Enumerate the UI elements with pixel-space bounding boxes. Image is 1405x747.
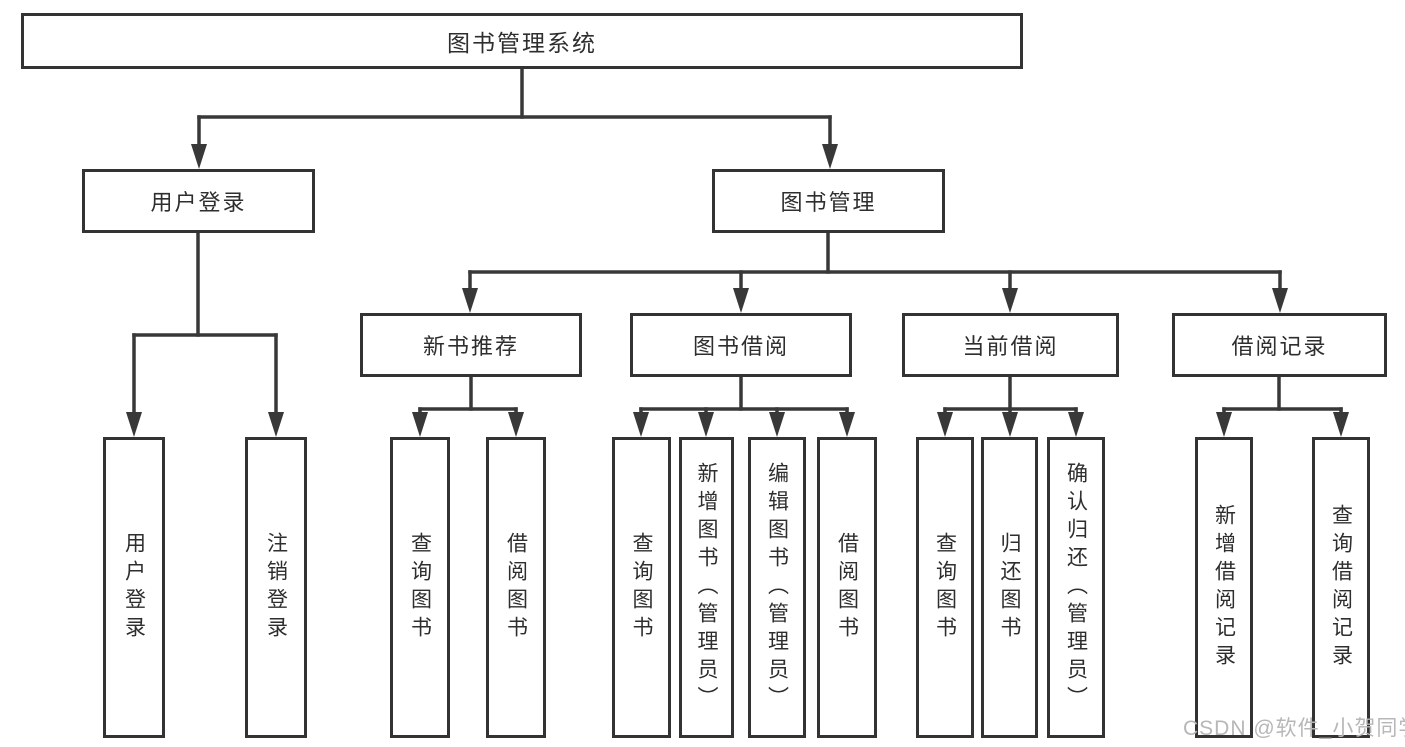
node-book-mgmt: 图书管理 <box>712 169 945 233</box>
leaf-borrow-borrow: 借阅图书 <box>817 437 877 738</box>
leaf-current-return: 归还图书 <box>981 437 1038 738</box>
node-borrow-records-label: 借阅记录 <box>1231 334 1328 359</box>
node-user-login-label: 用户登录 <box>150 190 247 215</box>
node-user-login: 用户登录 <box>82 169 315 233</box>
leaf-current-confirm-label: 确认归还（管理员） <box>1064 461 1088 714</box>
leaf-newbooks-borrow: 借阅图书 <box>486 437 546 738</box>
leaf-user-login-label: 用户登录 <box>122 531 146 644</box>
leaf-borrow-query-label: 查询图书 <box>630 531 653 644</box>
node-book-mgmt-label: 图书管理 <box>780 190 877 215</box>
leaf-current-query-label: 查询图书 <box>933 531 957 644</box>
node-borrow-records: 借阅记录 <box>1172 313 1387 377</box>
node-current-borrow: 当前借阅 <box>902 313 1119 377</box>
leaf-records-add: 新增借阅记录 <box>1195 437 1253 738</box>
node-current-borrow-label: 当前借阅 <box>962 334 1059 359</box>
leaf-borrow-edit: 编辑图书（管理员） <box>748 437 806 738</box>
leaf-current-query: 查询图书 <box>916 437 974 738</box>
leaf-current-return-label: 归还图书 <box>998 531 1021 644</box>
leaf-current-confirm: 确认归还（管理员） <box>1047 437 1105 738</box>
csdn-watermark: CSDN @软件_小贺同学 <box>1183 717 1405 740</box>
leaf-records-query: 查询借阅记录 <box>1312 437 1370 738</box>
leaf-newbooks-borrow-label: 借阅图书 <box>504 531 528 644</box>
leaf-newbooks-query: 查询图书 <box>390 437 450 738</box>
leaf-user-login: 用户登录 <box>103 437 165 738</box>
node-book-borrow: 图书借阅 <box>630 313 852 377</box>
leaf-borrow-add-label: 新增图书（管理员） <box>695 461 718 714</box>
leaf-borrow-borrow-label: 借阅图书 <box>835 531 859 644</box>
leaf-borrow-query: 查询图书 <box>612 437 671 738</box>
node-root: 图书管理系统 <box>21 13 1023 69</box>
leaf-logout-label: 注销登录 <box>264 531 288 644</box>
node-new-books-label: 新书推荐 <box>422 334 519 359</box>
node-new-books: 新书推荐 <box>360 313 582 377</box>
leaf-borrow-edit-label: 编辑图书（管理员） <box>765 461 789 714</box>
leaf-records-query-label: 查询借阅记录 <box>1329 503 1353 672</box>
node-root-label: 图书管理系统 <box>447 30 597 56</box>
leaf-newbooks-query-label: 查询图书 <box>408 531 432 644</box>
leaf-logout: 注销登录 <box>245 437 307 738</box>
node-book-borrow-label: 图书借阅 <box>692 334 789 359</box>
leaf-records-add-label: 新增借阅记录 <box>1212 503 1236 672</box>
leaf-borrow-add: 新增图书（管理员） <box>679 437 734 738</box>
